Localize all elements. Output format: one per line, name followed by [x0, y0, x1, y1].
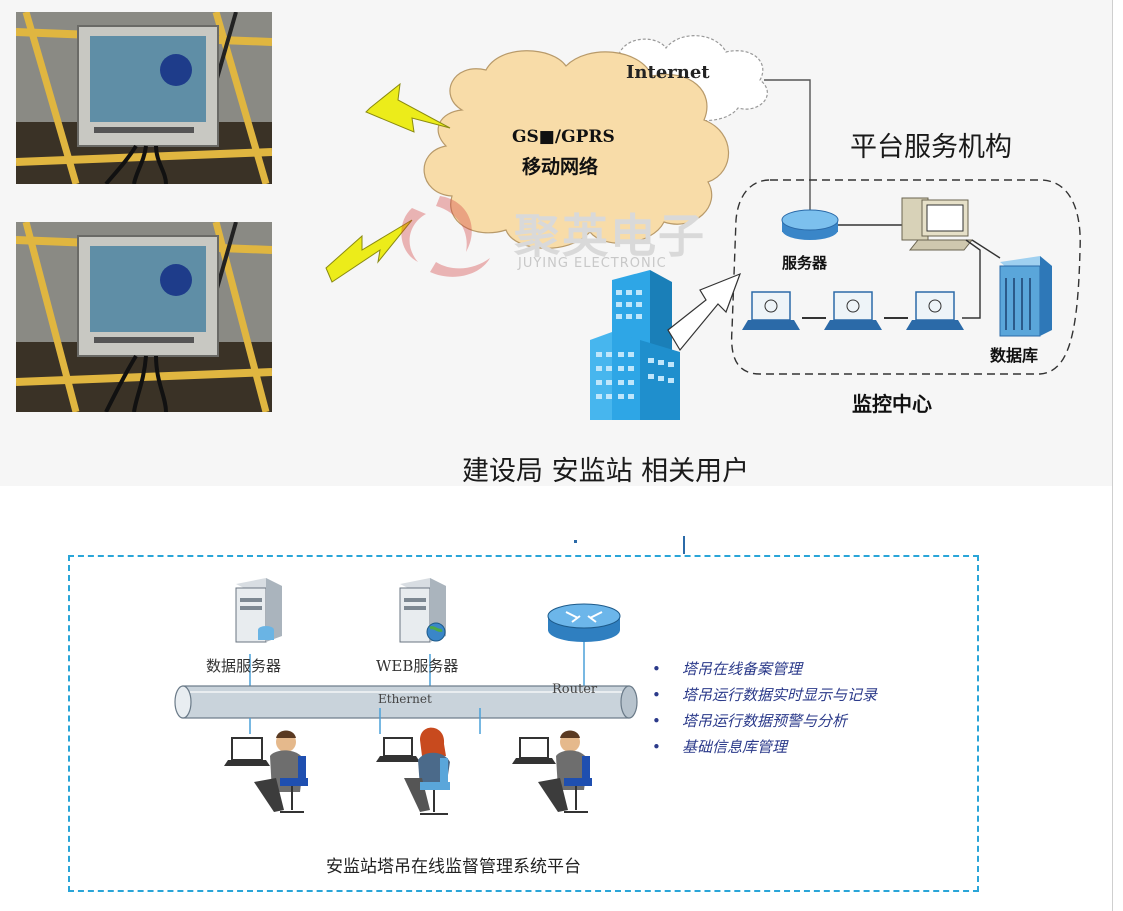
feature-item: • 塔吊运行数据实时显示与记录 [652, 682, 877, 708]
page-edge-divider [1112, 0, 1113, 911]
laptop-icon [906, 291, 964, 330]
router-label: Router [552, 682, 598, 697]
router-icon [781, 209, 839, 240]
mobile-network-label: 移动网络 [521, 156, 598, 178]
bullet-icon: • [652, 738, 661, 756]
feature-text: 基础信息库管理 [682, 738, 788, 756]
platform-system-border [68, 555, 979, 892]
operator-workstation-icon [224, 730, 308, 813]
server-label: 服务器 [782, 254, 828, 272]
feature-item: • 塔吊运行数据预警与分析 [652, 708, 877, 734]
building-windows [596, 290, 674, 399]
data-server-icon [235, 578, 282, 643]
tower-crane-monitor-photo [16, 222, 272, 412]
bullet-icon: • [652, 686, 661, 704]
operator-workstation-icon [512, 730, 592, 813]
laptop-icon [824, 291, 882, 330]
internet-label: Internet [626, 62, 710, 83]
router-icon [547, 603, 621, 642]
tower-crane-monitor-photo [16, 12, 272, 184]
feature-text: 塔吊在线备案管理 [682, 660, 803, 678]
gsm-cloud-shape [423, 50, 730, 249]
monitor-center-label: 监控中心 [852, 392, 932, 416]
laptop-icon [742, 291, 800, 330]
feature-text: 塔吊运行数据实时显示与记录 [682, 686, 878, 704]
office-building-icon [590, 270, 680, 420]
feature-text: 塔吊运行数据预警与分析 [682, 712, 848, 730]
feature-list: • 塔吊在线备案管理 • 塔吊运行数据实时显示与记录 • 塔吊运行数据预警与分析 • 基… [652, 656, 877, 760]
lightning-bolt-upper [365, 82, 451, 133]
ethernet-label: Ethernet [378, 692, 432, 706]
users-label: 建设局 安监站 相关用户 [462, 456, 750, 487]
system-platform-graphics [174, 536, 685, 815]
ethernet-pipe [174, 685, 638, 719]
arrow-building-to-center [667, 272, 742, 352]
watermark-logo [401, 196, 490, 277]
platform-service-label: 平台服务机构 [850, 132, 1012, 163]
database-label: 数据库 [990, 346, 1039, 365]
feature-item: • 塔吊在线备案管理 [652, 656, 877, 682]
watermark-text: 聚英电子 [514, 209, 706, 263]
feature-item: • 基础信息库管理 [652, 734, 877, 760]
web-server-icon [399, 578, 446, 643]
gsm-network-label: GS■/GPRS [512, 127, 615, 147]
platform-title: 安监站塔吊在线监督管理系统平台 [326, 857, 581, 877]
workstation-icon [901, 197, 974, 251]
bullet-icon: • [652, 660, 661, 678]
watermark-subtext: JUYING ELECTRONIC [518, 256, 667, 271]
operator-workstation-icon [376, 727, 450, 815]
data-server-label: 数据服务器 [206, 657, 282, 675]
database-server-icon [999, 256, 1052, 337]
network-diagram-graphics [325, 35, 1081, 420]
bullet-icon: • [652, 712, 661, 730]
web-server-label: WEB服务器 [376, 657, 459, 675]
lightning-bolt-lower [325, 219, 413, 283]
